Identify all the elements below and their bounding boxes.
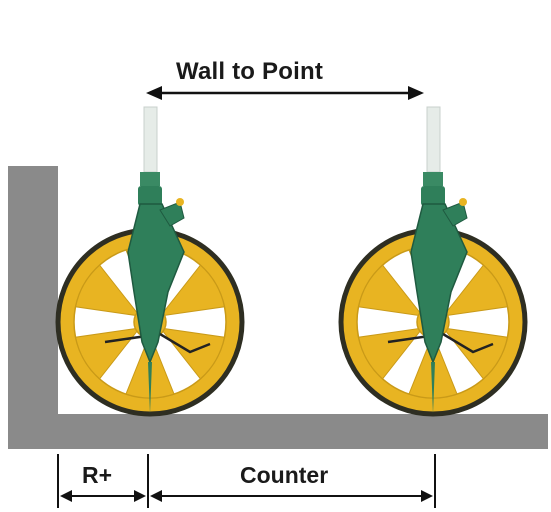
wheel-at-point xyxy=(341,107,525,414)
r-plus-label: R+ xyxy=(82,462,113,488)
r-plus-dimension xyxy=(57,454,149,508)
wall-and-floor xyxy=(8,166,548,449)
counter-label: Counter xyxy=(240,462,329,488)
wheel-at-wall xyxy=(58,107,242,414)
wall-to-point-label: Wall to Point xyxy=(176,58,324,85)
counter-dimension xyxy=(150,454,436,508)
wall-to-point-arrow xyxy=(146,86,424,100)
